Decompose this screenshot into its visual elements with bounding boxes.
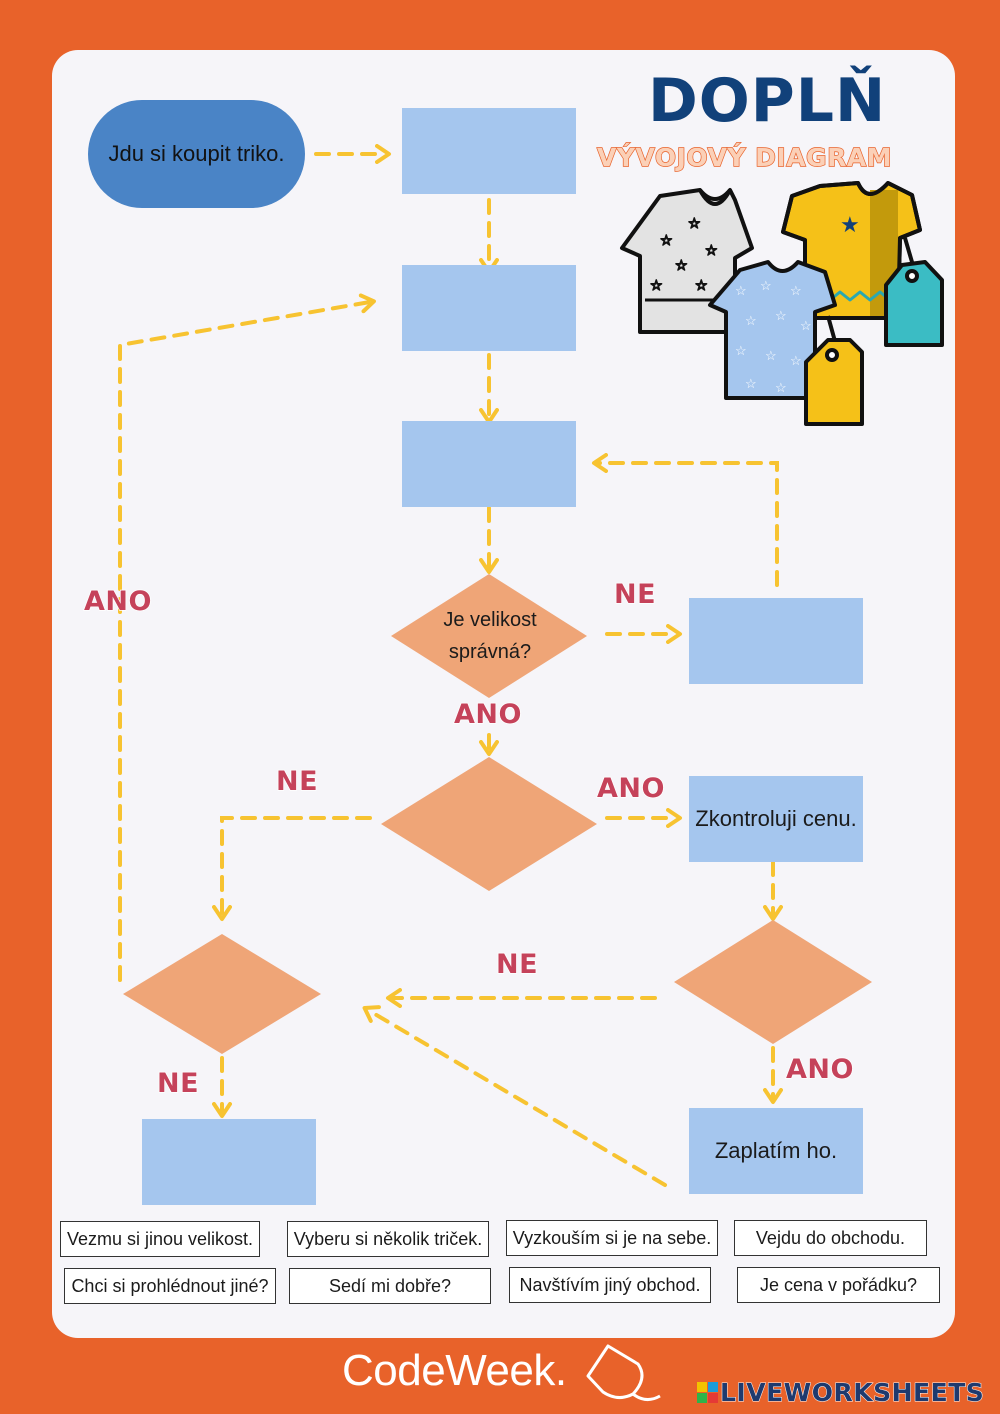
box-pay: Zaplatím ho. <box>689 1108 863 1194</box>
diamond-middle-answer[interactable] <box>420 790 560 858</box>
svg-text:☆: ☆ <box>650 277 663 293</box>
liveworksheets-text: LIVEWORKSHEETS <box>719 1378 985 1408</box>
option-chip[interactable]: Sedí mi dobře? <box>289 1268 491 1304</box>
codeweek-mouse-icon <box>586 1344 661 1401</box>
svg-text:☆: ☆ <box>790 353 802 368</box>
svg-text:☆: ☆ <box>775 380 787 395</box>
liveworksheets-logo: LIVEWORKSHEETS <box>697 1378 985 1408</box>
svg-text:☆: ☆ <box>765 348 777 363</box>
svg-text:☆: ☆ <box>660 232 673 248</box>
answer-box-1[interactable] <box>402 108 576 194</box>
svg-text:☆: ☆ <box>705 242 718 258</box>
arrow-pay-diagonal <box>362 1005 667 1187</box>
option-chip[interactable]: Vyberu si několik triček. <box>287 1221 489 1257</box>
svg-text:★: ★ <box>840 212 860 237</box>
codeweek-logo: CodeWeek. <box>342 1346 567 1395</box>
label-ne-size: NE <box>613 578 657 610</box>
svg-text:☆: ☆ <box>695 277 708 293</box>
svg-text:☆: ☆ <box>735 283 747 298</box>
answer-box-size-ne[interactable] <box>689 598 863 684</box>
price-tag-icon <box>804 237 944 426</box>
page-subtitle: VÝVOJOVÝ DIAGRAM <box>596 142 893 172</box>
svg-text:☆: ☆ <box>688 215 701 231</box>
page-title: DOPLŇ <box>648 66 887 136</box>
option-chip[interactable]: Vyzkouším si je na sebe. <box>506 1220 718 1256</box>
svg-text:☆: ☆ <box>745 376 757 391</box>
label-ne-price: NE <box>495 948 539 980</box>
svg-text:☆: ☆ <box>675 257 688 273</box>
diamond-price <box>674 920 872 1044</box>
option-chip[interactable]: Navštívím jiný obchod. <box>509 1267 711 1303</box>
arrow-diamond2-ne <box>212 816 372 921</box>
answer-box-3[interactable] <box>402 421 576 507</box>
label-ano-size: ANO <box>453 698 522 730</box>
label-ano-middle: ANO <box>596 772 665 804</box>
svg-text:☆: ☆ <box>775 308 787 323</box>
svg-text:☆: ☆ <box>760 278 772 293</box>
tshirt-blue-icon: ☆☆☆ ☆☆☆ ☆☆☆ ☆☆ <box>708 260 837 400</box>
arrow-sidebox-return <box>592 453 779 587</box>
diamond-size <box>391 574 587 698</box>
answer-box-bottom[interactable] <box>142 1119 316 1205</box>
diamond-left <box>123 934 321 1054</box>
box-check-price: Zkontroluji cenu. <box>689 776 863 862</box>
arrow-left-diamond-ano <box>118 293 376 982</box>
option-chip[interactable]: Je cena v pořádku? <box>737 1267 940 1303</box>
arrows <box>118 144 783 1187</box>
diamond-price-answer[interactable] <box>703 948 843 1016</box>
svg-text:☆: ☆ <box>800 318 812 333</box>
diamond-left-answer[interactable] <box>152 960 292 1028</box>
diamonds <box>123 574 872 1054</box>
svg-text:☆: ☆ <box>790 283 802 298</box>
svg-text:☆: ☆ <box>745 313 757 328</box>
option-chip[interactable]: Chci si prohlédnout jiné? <box>64 1268 276 1304</box>
liveworksheets-icon <box>697 1382 718 1403</box>
svg-text:☆: ☆ <box>735 343 747 358</box>
label-ne-bottom: NE <box>156 1067 200 1099</box>
answer-box-2[interactable] <box>402 265 576 351</box>
option-chip[interactable]: Vejdu do obchodu. <box>734 1220 927 1256</box>
diamond-middle <box>381 757 597 891</box>
start-terminal: Jdu si koupit triko. <box>88 100 305 208</box>
label-ano-left: ANO <box>83 585 152 617</box>
label-ano-price: ANO <box>785 1053 854 1085</box>
option-chip[interactable]: Vezmu si jinou velikost. <box>60 1221 260 1257</box>
diamond-size-question: Je velikost správná? <box>443 609 537 663</box>
label-ne-middle: NE <box>275 765 319 797</box>
